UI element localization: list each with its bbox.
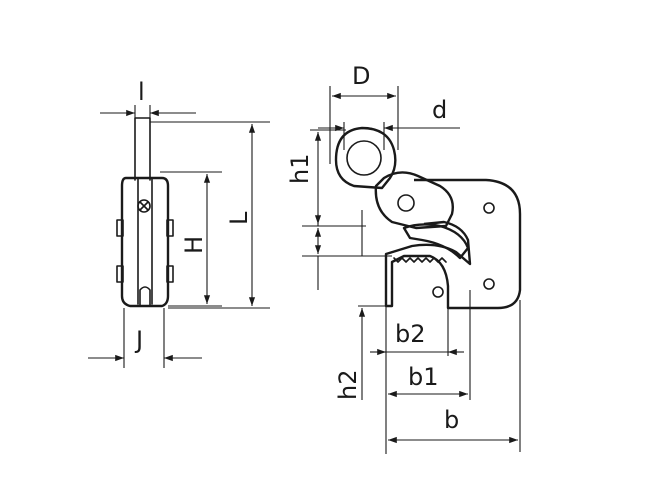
cam-link-plate xyxy=(374,171,454,230)
side-view-bolt-right-top xyxy=(166,219,174,237)
side-view-pin xyxy=(137,199,151,213)
side-view-bolt-left-top xyxy=(116,219,124,237)
side-view-pin-cross xyxy=(139,201,149,211)
grip-teeth xyxy=(393,257,447,263)
label-L: L xyxy=(225,211,253,225)
jaw-cam xyxy=(402,223,470,260)
lifting-eye-hole xyxy=(346,140,382,176)
lifting-eye-outer xyxy=(334,126,397,190)
side-view-bolt-right-bottom xyxy=(166,265,174,283)
label-J: J xyxy=(134,326,143,354)
label-b1: b1 xyxy=(408,363,439,391)
label-D: D xyxy=(352,62,370,90)
side-view-bolt-left-bottom xyxy=(116,265,124,283)
dimension-labels: l L H J D d h1 h2 b2 b1 b xyxy=(134,62,459,434)
label-h1: h1 xyxy=(286,154,314,184)
side-view xyxy=(88,105,270,368)
body-hole-lower-left xyxy=(432,286,444,298)
body-hole-lower-right xyxy=(483,278,495,290)
label-b2: b2 xyxy=(395,320,426,348)
side-view-inner-plates xyxy=(137,177,153,305)
side-view-body xyxy=(120,176,170,308)
label-d: d xyxy=(432,96,447,124)
side-view-shackle xyxy=(134,117,151,181)
label-h2: h2 xyxy=(334,370,362,400)
label-l: l xyxy=(138,78,145,106)
clamp-body xyxy=(384,178,522,310)
side-view-jaw-slot xyxy=(139,286,151,307)
front-view xyxy=(302,86,522,454)
body-hole-upper xyxy=(483,202,495,214)
cam-pin-hole xyxy=(397,194,415,212)
label-b: b xyxy=(444,406,459,434)
label-H: H xyxy=(180,236,208,254)
